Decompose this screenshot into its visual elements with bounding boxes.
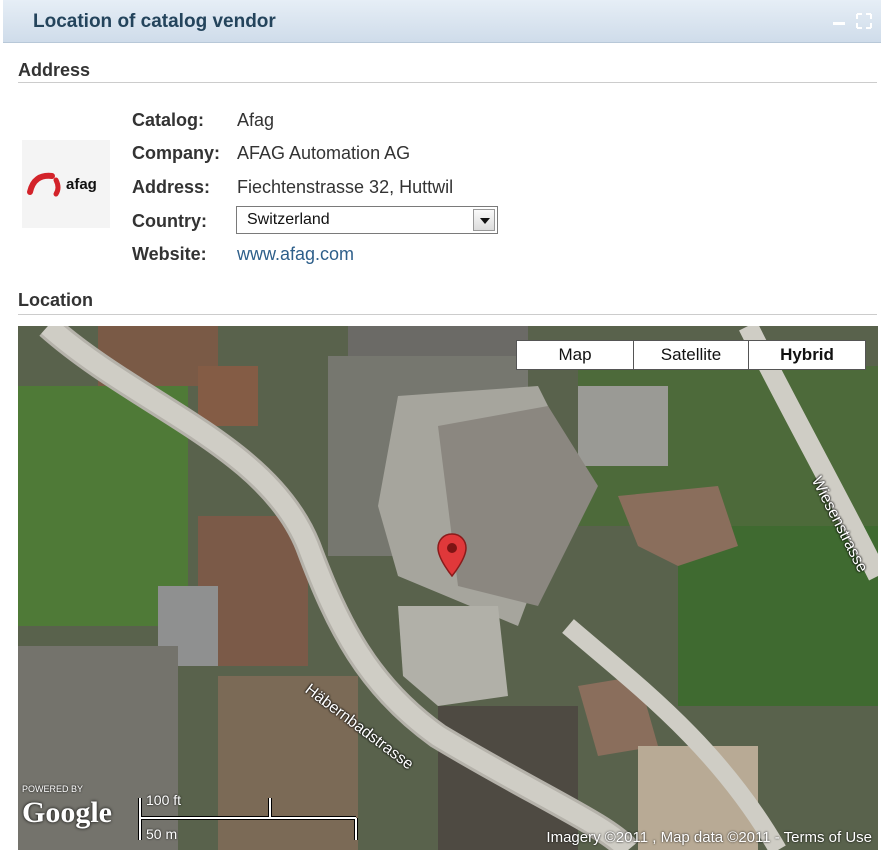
panel-title: Location of catalog vendor — [33, 11, 276, 32]
catalog-label: Catalog: — [132, 110, 204, 130]
address-heading: Address — [18, 60, 91, 80]
map-scale-bar — [138, 798, 358, 840]
address-row: Address: Fiechtenstrasse 32, Huttwil — [132, 177, 453, 201]
vendor-logo: afag — [22, 140, 110, 228]
country-row: Country: — [132, 211, 237, 235]
address-divider — [18, 82, 877, 83]
map-type-satellite-button[interactable]: Satellite — [633, 340, 749, 370]
powered-by-label: POWERED BY — [22, 784, 84, 794]
company-row: Company: AFAG Automation AG — [132, 143, 410, 167]
catalog-value: Afag — [237, 110, 275, 130]
minimize-icon[interactable] — [831, 12, 847, 28]
scale-feet-label: 100 ft — [146, 792, 182, 808]
catalog-row: Catalog: Afag — [132, 110, 274, 134]
map-copyright[interactable]: Imagery ©2011 , Map data ©2011 - Terms o… — [546, 829, 872, 846]
address-value: Fiechtenstrasse 32, Huttwil — [237, 177, 454, 197]
map-type-hybrid-button[interactable]: Hybrid — [748, 340, 866, 370]
logo-text: afag — [66, 176, 97, 193]
map-view[interactable]: Map Satellite Hybrid Häbernbadstrasse Wi… — [18, 326, 878, 850]
location-divider — [18, 314, 877, 315]
country-label: Country: — [132, 211, 207, 231]
country-select-value: Switzerland — [247, 211, 330, 228]
company-label: Company: — [132, 143, 221, 163]
map-marker-icon[interactable] — [436, 532, 468, 580]
map-type-map-button[interactable]: Map — [516, 340, 634, 370]
chevron-down-icon[interactable] — [473, 209, 495, 231]
website-link[interactable]: www.afag.com — [237, 244, 355, 264]
country-select[interactable]: Switzerland — [236, 206, 498, 234]
address-label: Address: — [132, 177, 211, 197]
google-logo[interactable]: Google — [22, 796, 112, 829]
panel-titlebar: Location of catalog vendor — [3, 0, 881, 43]
location-heading: Location — [18, 290, 93, 310]
scale-meters-label: 50 m — [146, 826, 178, 842]
satellite-imagery — [18, 326, 878, 850]
company-value: AFAG Automation AG — [237, 143, 411, 163]
website-row: Website: www.afag.com — [132, 244, 354, 268]
website-label: Website: — [132, 244, 207, 264]
afag-logo-icon — [27, 172, 61, 197]
maximize-icon[interactable] — [855, 12, 872, 29]
